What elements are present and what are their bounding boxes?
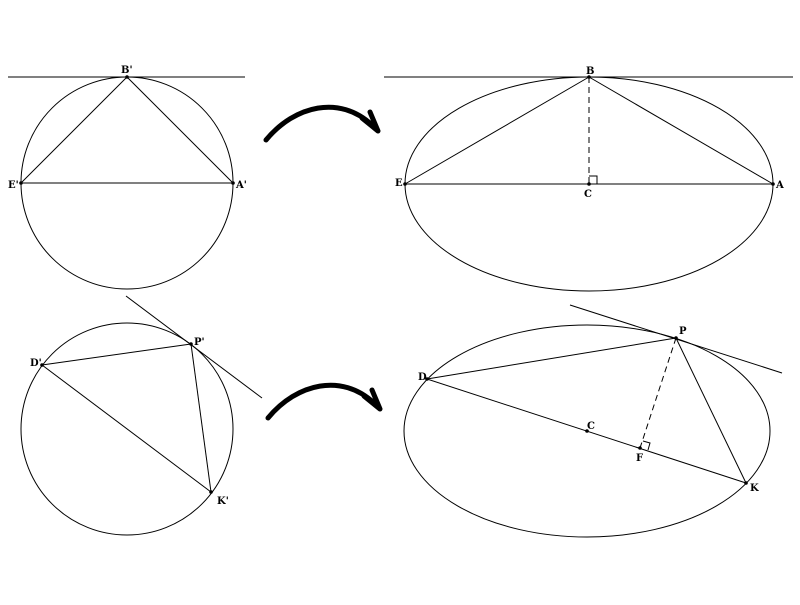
label-f: F bbox=[636, 453, 643, 464]
segment-b-e bbox=[404, 76, 590, 185]
label-e: E bbox=[395, 178, 403, 189]
point-e bbox=[403, 182, 407, 186]
right-angle-mark-c bbox=[589, 175, 598, 184]
label-a-prime: A' bbox=[235, 180, 247, 191]
label-b: B bbox=[586, 66, 594, 77]
point-a bbox=[771, 182, 775, 186]
panel-top-right: B E A C bbox=[384, 66, 793, 292]
segment-d-k-prime bbox=[41, 364, 212, 493]
point-d-prime bbox=[40, 363, 44, 367]
tangent-line-bottom-left bbox=[125, 295, 263, 399]
panel-bottom-left: D' P' K' bbox=[20, 295, 263, 536]
segment-b-a-prime bbox=[126, 76, 234, 184]
point-a-prime bbox=[231, 181, 235, 185]
point-p bbox=[674, 336, 678, 340]
point-e-prime bbox=[19, 181, 23, 185]
point-f bbox=[638, 446, 642, 450]
point-p-prime bbox=[189, 342, 193, 346]
segment-d-p-prime bbox=[41, 343, 192, 366]
label-p-prime: P' bbox=[194, 337, 205, 348]
point-b bbox=[587, 75, 591, 79]
label-b-prime: B' bbox=[121, 65, 133, 76]
altitude-p-f bbox=[639, 337, 677, 449]
label-p: P bbox=[679, 326, 687, 337]
segment-b-a bbox=[588, 76, 774, 185]
label-k: K bbox=[750, 483, 759, 494]
label-c: C bbox=[584, 189, 592, 200]
curved-arrow-bottom bbox=[265, 382, 383, 421]
curved-arrow-top bbox=[263, 104, 381, 143]
arrow-curve-top bbox=[263, 104, 375, 143]
label-c-bottom: C bbox=[587, 421, 595, 432]
point-c bbox=[587, 182, 591, 186]
label-a: A bbox=[775, 180, 784, 191]
point-k bbox=[744, 481, 748, 485]
ellipse-bottom-right bbox=[403, 324, 771, 538]
label-k-prime: K' bbox=[217, 496, 229, 507]
point-d bbox=[425, 377, 429, 381]
arrow-head-bottom bbox=[361, 387, 383, 412]
point-c-bottom bbox=[585, 429, 589, 433]
segment-d-p bbox=[426, 337, 677, 380]
label-d-prime: D' bbox=[30, 358, 42, 369]
label-e-prime: E' bbox=[8, 180, 19, 191]
segment-p-k bbox=[675, 337, 747, 484]
point-k-prime bbox=[209, 490, 213, 494]
panel-top-left: B' E' A' bbox=[8, 65, 247, 290]
arrow-curve-bottom bbox=[265, 382, 377, 421]
panel-bottom-right: D P C F K bbox=[403, 304, 783, 538]
label-d: D bbox=[418, 372, 427, 383]
arrow-head-top bbox=[359, 109, 381, 134]
right-angle-mark-f bbox=[642, 440, 651, 451]
circle-bottom-left bbox=[20, 322, 234, 536]
segment-p-k-prime bbox=[190, 343, 212, 493]
point-b-prime bbox=[125, 75, 129, 79]
segment-b-e-prime bbox=[20, 76, 128, 184]
